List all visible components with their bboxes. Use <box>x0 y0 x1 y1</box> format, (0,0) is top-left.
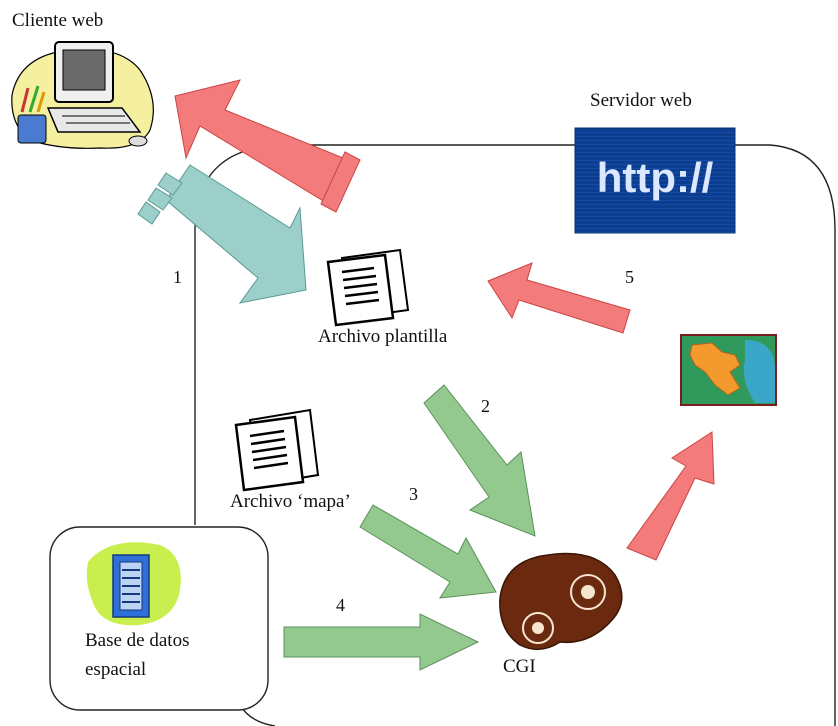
document-icon-template <box>326 248 410 327</box>
label-cliente-web: Cliente web <box>12 10 103 31</box>
arrow-step-2 <box>423 384 536 537</box>
step-number-5: 5 <box>625 267 634 287</box>
label-base-de-datos: Base de datos <box>85 630 189 651</box>
http-logo-text: http:// <box>597 154 714 201</box>
label-cgi: CGI <box>503 656 536 677</box>
computer-icon <box>11 41 154 149</box>
arrow-step-5 <box>487 262 631 334</box>
server-boundary-right <box>735 144 836 726</box>
gears-icon <box>499 552 623 651</box>
arrow-step-3 <box>359 504 497 599</box>
step-number-3: 3 <box>409 484 418 504</box>
step-number-2: 2 <box>481 396 490 416</box>
server-rack-icon <box>86 542 181 626</box>
request-arrow-from-client <box>137 164 307 304</box>
label-archivo-mapa: Archivo ‘mapa’ <box>230 491 351 512</box>
label-archivo-plantilla: Archivo plantilla <box>318 326 448 347</box>
response-arrow-to-client <box>174 79 361 213</box>
step-number-1: 1 <box>173 267 182 287</box>
step-number-4: 4 <box>336 595 345 615</box>
label-servidor-web: Servidor web <box>590 90 692 111</box>
http-logo-icon: http:// <box>574 127 736 234</box>
map-image-icon <box>680 334 777 406</box>
label-espacial: espacial <box>85 659 146 680</box>
arrow-cgi-to-map <box>626 431 715 561</box>
arrow-step-4 <box>283 613 480 671</box>
document-icon-mapfile <box>234 408 320 492</box>
